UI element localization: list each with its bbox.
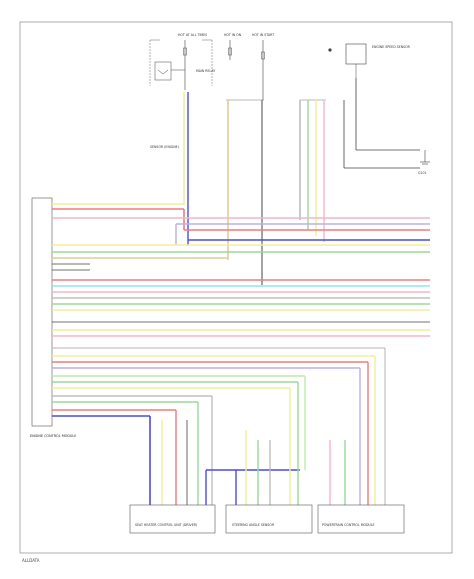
relay-label: MAIN RELAY: [196, 69, 215, 73]
page-frame: [19, 21, 453, 554]
fuse-icon: [228, 47, 232, 56]
ground-symbol: G101: [418, 150, 430, 175]
connector-mid: STEERING ANGLE SENSOR: [225, 504, 313, 534]
top-fuse-label-3: HOT IN START: [252, 33, 274, 37]
bottom-drops: [149, 348, 386, 505]
top-bus: SENSOR (ENGINE): [150, 99, 326, 149]
relay-icon: [154, 61, 172, 81]
connector-right-label: POWERTRAIN CONTROL MODULE: [322, 523, 375, 527]
connector-mid-label: STEERING ANGLE SENSOR: [232, 523, 275, 527]
footer-label: ALLDATA: [22, 558, 40, 563]
top-right-box-label: ENGINE SPEED SENSOR: [372, 45, 411, 49]
module-label: ENGINE CONTROL MODULE: [30, 434, 76, 438]
connector-left-label: SEAT HEATER CONTROL UNIT (DRIVER): [135, 523, 197, 527]
ground-label: G101: [418, 171, 427, 175]
connector-right: POWERTRAIN CONTROL MODULE: [317, 504, 405, 534]
fuse-icon: [183, 47, 187, 56]
ecm-module-box: [31, 197, 53, 427]
connector-left: SEAT HEATER CONTROL UNIT (DRIVER): [129, 504, 216, 534]
top-fuse-label-1: HOT AT ALL TIMES: [178, 33, 207, 37]
ground-dot: [328, 48, 332, 52]
vertical-wires: [183, 78, 420, 285]
fuse-icon: [261, 51, 265, 60]
top-power-sources: HOT AT ALL TIMES HOT IN ON HOT IN START …: [149, 33, 411, 100]
top-fuse-label-2: HOT IN ON: [224, 33, 242, 37]
left-note-label: SENSOR (ENGINE): [150, 145, 179, 149]
sensor-box: [345, 43, 367, 65]
horizontal-wires: [52, 203, 430, 417]
